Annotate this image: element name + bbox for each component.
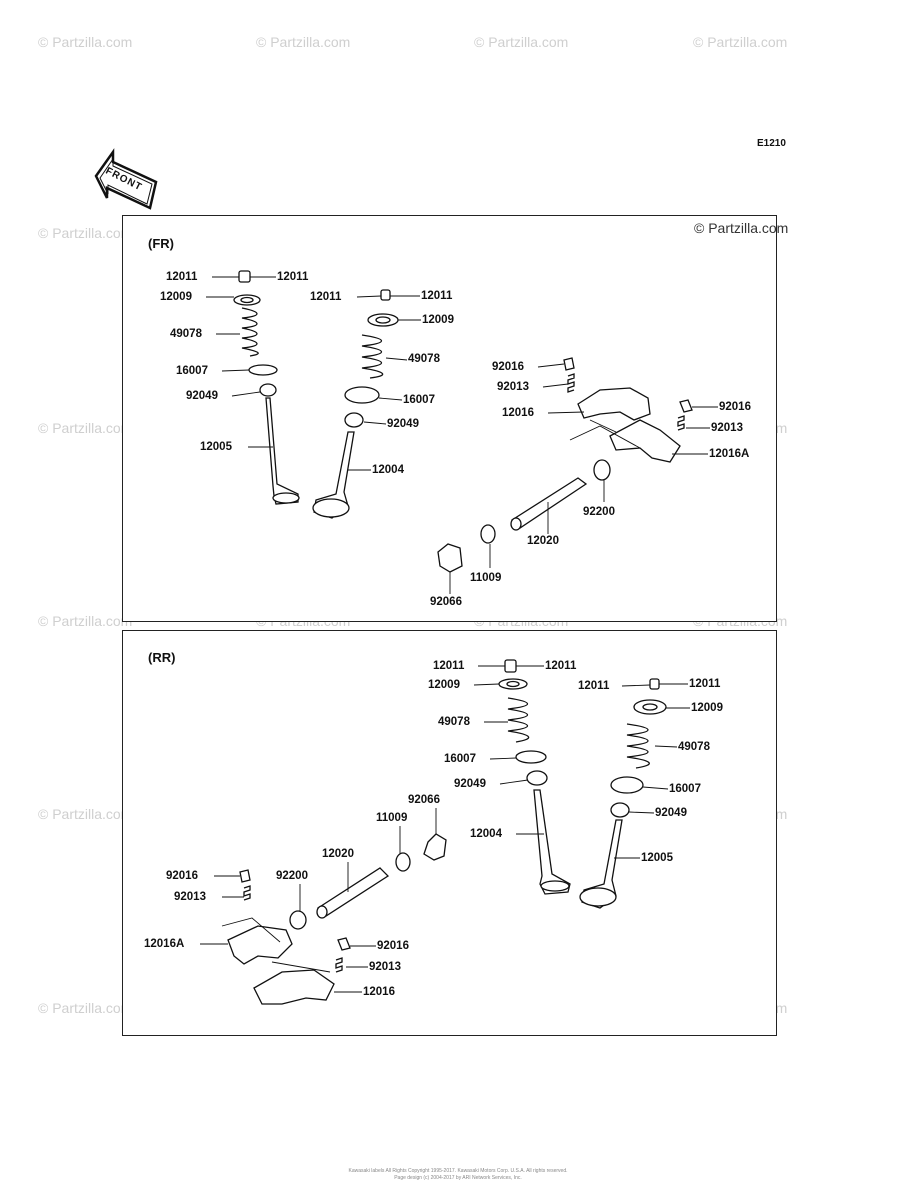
part-number-label: 92013: [497, 381, 529, 393]
part-number-label: 92013: [711, 422, 743, 434]
part-number-label: 11009: [376, 812, 408, 824]
part-number-label: 12011: [277, 271, 309, 283]
part-number-label: 92013: [174, 891, 206, 903]
part-number-label: 92049: [186, 390, 218, 402]
part-number-label: 92016: [377, 940, 409, 952]
part-number-label: 12004: [470, 828, 502, 840]
part-number-label: 12009: [691, 702, 723, 714]
part-number-label: 12016A: [144, 938, 185, 950]
part-number-label: 49078: [678, 741, 710, 753]
part-number-label: 12011: [545, 660, 577, 672]
part-number-label: 49078: [408, 353, 440, 365]
watermark: © Partzilla.com: [38, 420, 133, 436]
front-arrow-label: FRONT: [103, 165, 144, 194]
part-number-label: 12005: [641, 852, 673, 864]
part-number-label: 49078: [438, 716, 470, 728]
rr-panel: [122, 630, 777, 1036]
part-number-label: 92049: [655, 807, 687, 819]
watermark: © Partzilla.com: [38, 613, 133, 629]
part-number-label: 12016: [502, 407, 534, 419]
part-number-label: 12020: [322, 848, 354, 860]
part-number-label: 12011: [578, 680, 610, 692]
part-number-label: 12011: [689, 678, 721, 690]
footer-line: Page design (c) 2004-2017 by ARI Network…: [394, 1175, 522, 1181]
watermark: © Partzilla.com: [256, 34, 351, 50]
part-number-label: 12011: [433, 660, 465, 672]
part-number-label: 92066: [430, 596, 462, 608]
part-number-label: 92049: [387, 418, 419, 430]
figure-code: E1210: [757, 138, 786, 149]
copyright-notice: © Partzilla.com: [694, 220, 789, 236]
part-number-label: 11009: [470, 572, 502, 584]
part-number-label: 92200: [276, 870, 308, 882]
watermark: © Partzilla.com: [693, 34, 788, 50]
part-number-label: 12016A: [709, 448, 750, 460]
part-number-label: 12020: [527, 535, 559, 547]
watermark: © Partzilla.com: [38, 34, 133, 50]
watermark: © Partzilla.com: [38, 225, 133, 241]
footer-line: Kawasaki labels All Rights Copyright 199…: [348, 1168, 568, 1174]
part-number-label: 16007: [669, 783, 701, 795]
watermark: © Partzilla.com: [38, 1000, 133, 1016]
part-number-label: 92049: [454, 778, 486, 790]
part-number-label: 16007: [444, 753, 476, 765]
part-number-label: 92016: [492, 361, 524, 373]
part-number-label: 49078: [170, 328, 202, 340]
part-number-label: 12011: [310, 291, 342, 303]
part-number-label: 16007: [403, 394, 435, 406]
part-number-label: 92013: [369, 961, 401, 973]
fr-panel: [122, 215, 777, 622]
part-number-label: 92016: [166, 870, 198, 882]
watermark: © Partzilla.com: [474, 34, 569, 50]
part-number-label: 12009: [422, 314, 454, 326]
part-number-label: 12004: [372, 464, 404, 476]
part-number-label: 16007: [176, 365, 208, 377]
part-number-label: 92016: [719, 401, 751, 413]
part-number-label: 92066: [408, 794, 440, 806]
part-number-label: 12011: [166, 271, 198, 283]
rr-section-label: (RR): [148, 650, 176, 665]
part-number-label: 12011: [421, 290, 453, 302]
watermark: © Partzilla.com: [38, 806, 133, 822]
part-number-label: 92200: [583, 506, 615, 518]
part-number-label: 12005: [200, 441, 232, 453]
fr-section-label: (FR): [148, 236, 174, 251]
part-number-label: 12009: [160, 291, 192, 303]
part-number-label: 12009: [428, 679, 460, 691]
part-number-label: 12016: [363, 986, 395, 998]
